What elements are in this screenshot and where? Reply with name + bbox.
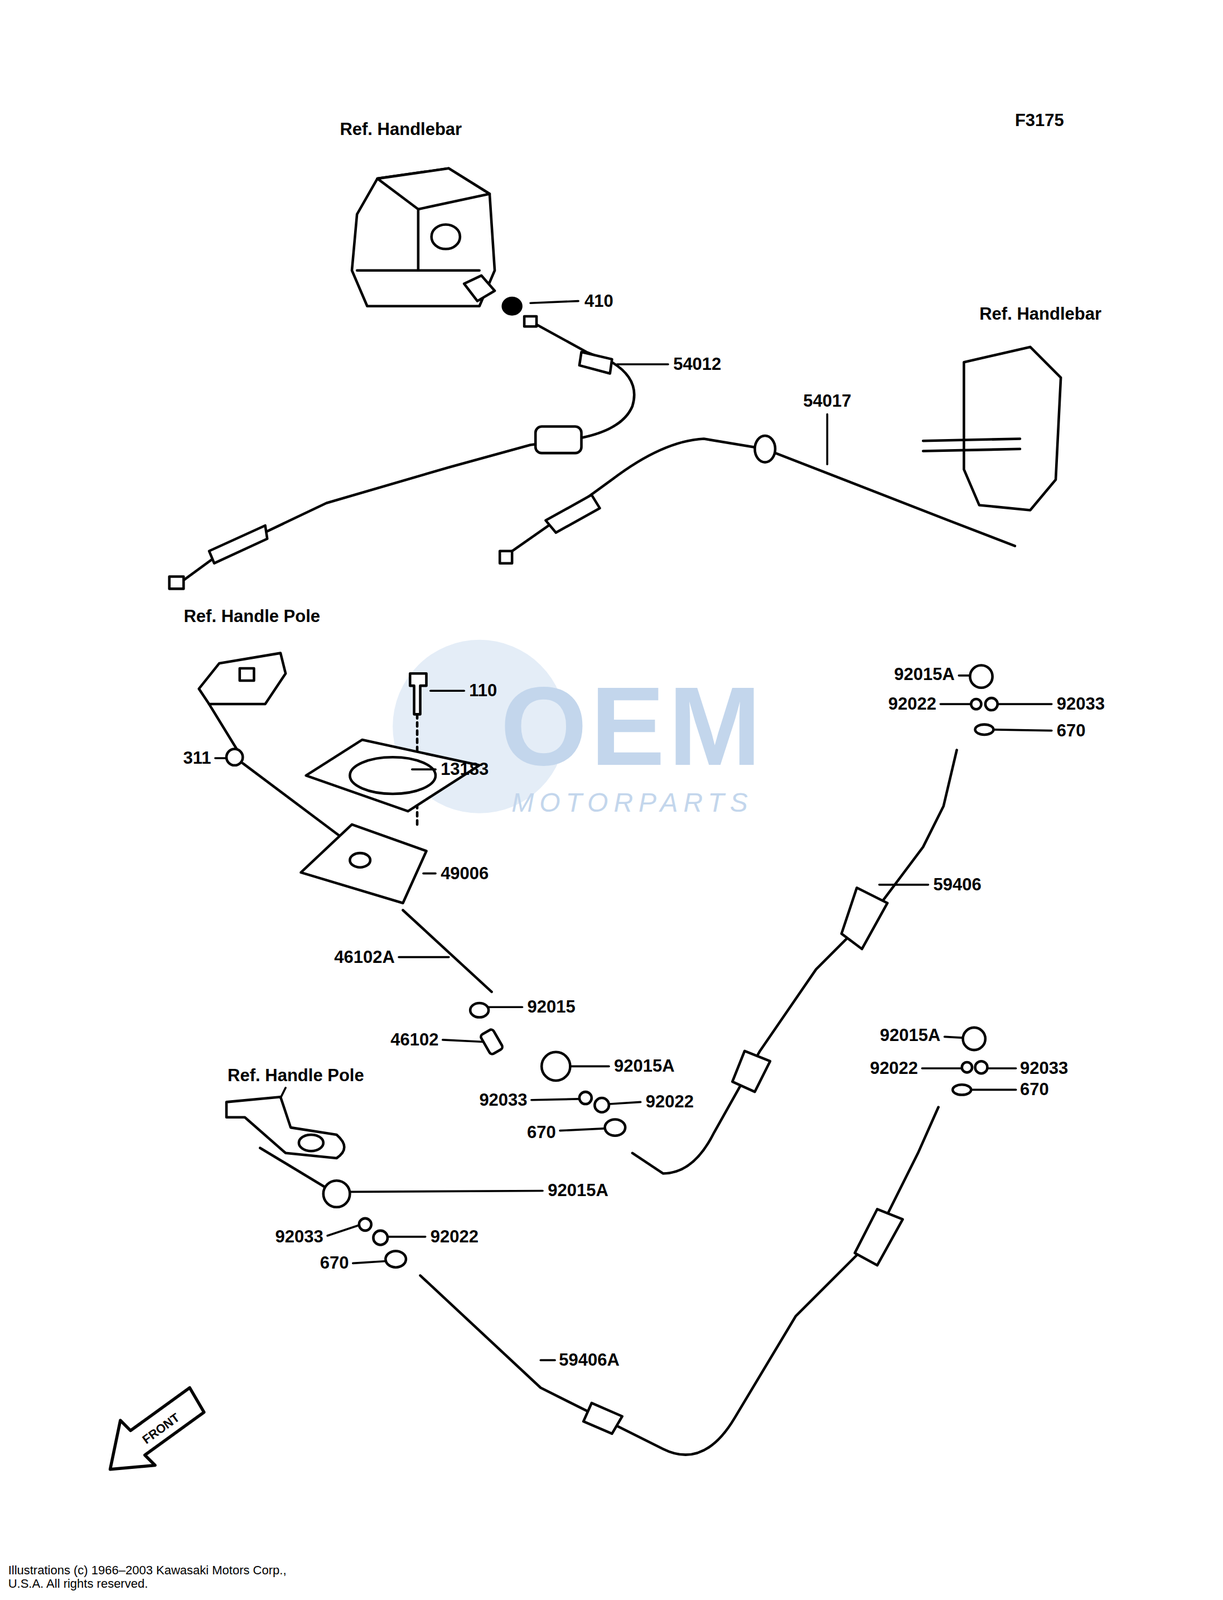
callout-number: 670	[1056, 721, 1086, 741]
callout-number: 13183	[440, 759, 489, 779]
watermark: OEM	[500, 664, 765, 788]
callout-number: 670	[1020, 1079, 1050, 1099]
callout-number: 92022	[869, 1058, 918, 1078]
callout-number: 59406A	[558, 1350, 620, 1370]
callout-number: Ref. Handle Pole	[227, 1065, 365, 1085]
callout-number: 49006	[440, 863, 489, 883]
callout-number: Ref. Handle Pole	[183, 606, 321, 626]
callout-number: 110	[469, 680, 497, 700]
callout-number: 92022	[645, 1091, 694, 1111]
callout-number: 59406	[933, 875, 982, 894]
callout-number: 92022	[430, 1226, 479, 1246]
callout-number: 92015A	[893, 664, 955, 684]
copyright-note: Illustrations (c) 1966–2003 Kawasaki Mot…	[8, 1563, 321, 1590]
callout-number: 92015A	[614, 1056, 675, 1076]
callout-number: 54017	[803, 391, 852, 411]
callout-number: 92033	[479, 1090, 528, 1110]
callout-number: 92033	[275, 1226, 324, 1246]
callout-number: 410	[584, 291, 614, 311]
callout-number: 670	[527, 1122, 557, 1142]
callout-number: Ref. Handlebar	[979, 304, 1102, 324]
callout-number: 92015	[527, 997, 576, 1017]
callout-number: 46102A	[334, 947, 395, 967]
callout-number: 670	[320, 1253, 350, 1273]
callout-number: 92015A	[880, 1025, 941, 1045]
callout-number: 92033	[1020, 1058, 1068, 1078]
callout-number: 46102	[390, 1030, 439, 1050]
callout-number: 92033	[1056, 694, 1105, 714]
callout-number: 311	[183, 748, 212, 768]
callout-number: Ref. Handlebar	[339, 119, 462, 139]
callout-number: 92022	[888, 694, 937, 714]
callout-number: F3175	[1014, 110, 1065, 130]
callout-number: 54012	[673, 354, 722, 374]
callout-number: 92015A	[547, 1180, 609, 1200]
watermark: MOTORPARTS	[511, 788, 753, 818]
